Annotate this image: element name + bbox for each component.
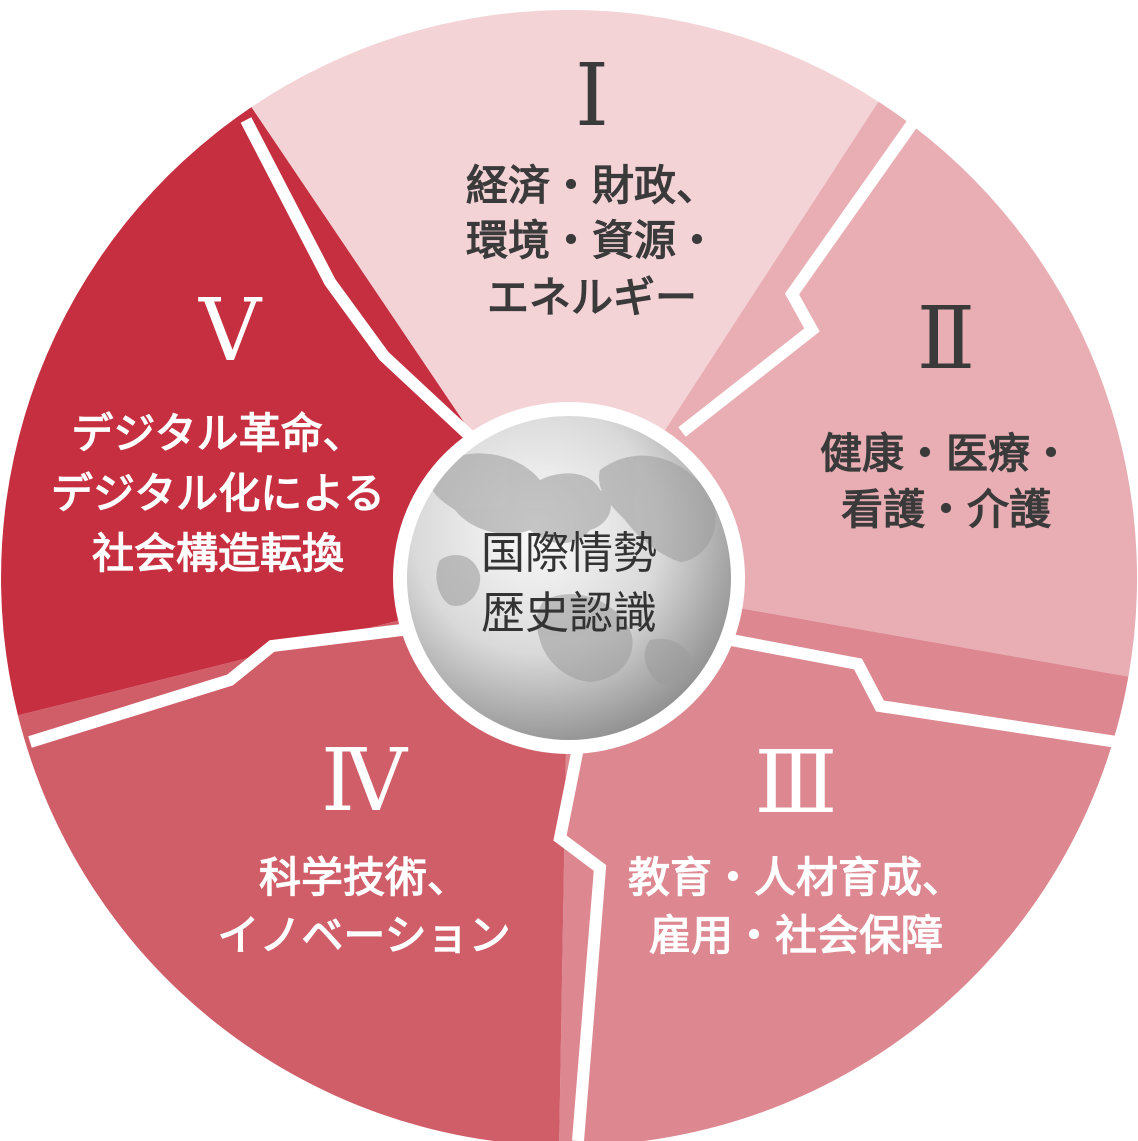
segment-i-line-1: 経済・財政、 <box>466 161 718 210</box>
separator-v-i <box>28 622 419 748</box>
segment-iii-numeral: Ⅲ <box>755 733 838 833</box>
segment-v-numeral: Ⅴ <box>198 281 263 381</box>
segment-i-line-3: エネルギー <box>487 273 697 322</box>
segment-iv-line-2: イノベーション <box>217 911 510 960</box>
separator-iv-v <box>553 746 607 1141</box>
segment-i-economy <box>251 9 879 579</box>
segment-iii-line-1: 教育・人材育成、 <box>628 853 964 902</box>
separator-i-ii <box>240 117 477 443</box>
separator-ii-iii <box>678 120 917 437</box>
separator-iii-iv <box>708 630 1131 750</box>
segment-iv-line-1: 科学技術、 <box>259 853 469 902</box>
segment-ii-line-1: 健康・医療・ <box>820 429 1072 478</box>
segment-i-text: Ⅰ 経済・財政、 環境・資源・ エネルギー <box>466 46 718 322</box>
center-line-2: 歴史認識 <box>481 588 657 639</box>
segment-ii-text: Ⅱ 健康・医療・ 看護・介護 <box>820 289 1072 534</box>
segment-iv-science <box>17 578 569 1141</box>
segment-ii-line-2: 看護・介護 <box>841 485 1052 534</box>
segment-i-numeral: Ⅰ <box>575 46 609 146</box>
segment-iv-numeral: Ⅳ <box>321 731 409 831</box>
segment-ii-numeral: Ⅱ <box>917 289 975 389</box>
segment-v-text: Ⅴ デジタル革命、 デジタル化による 社会構造転換 <box>51 281 385 578</box>
segment-iii-text: Ⅲ 教育・人材育成、 雇用・社会保障 <box>628 733 964 960</box>
segment-v-line-3: 社会構造転換 <box>92 529 345 578</box>
globe-icon: 国際情勢 歴史認識 <box>393 402 745 754</box>
segment-separators <box>28 117 1131 1141</box>
segment-iii-line-2: 雇用・社会保障 <box>649 911 943 960</box>
center-line-1: 国際情勢 <box>481 528 657 579</box>
segment-v-line-1: デジタル革命、 <box>71 409 364 458</box>
segment-i-line-2: 環境・資源・ <box>466 216 718 265</box>
segment-v-line-2: デジタル化による <box>51 469 385 518</box>
segment-iv-text: Ⅳ 科学技術、 イノベーション <box>217 731 510 960</box>
